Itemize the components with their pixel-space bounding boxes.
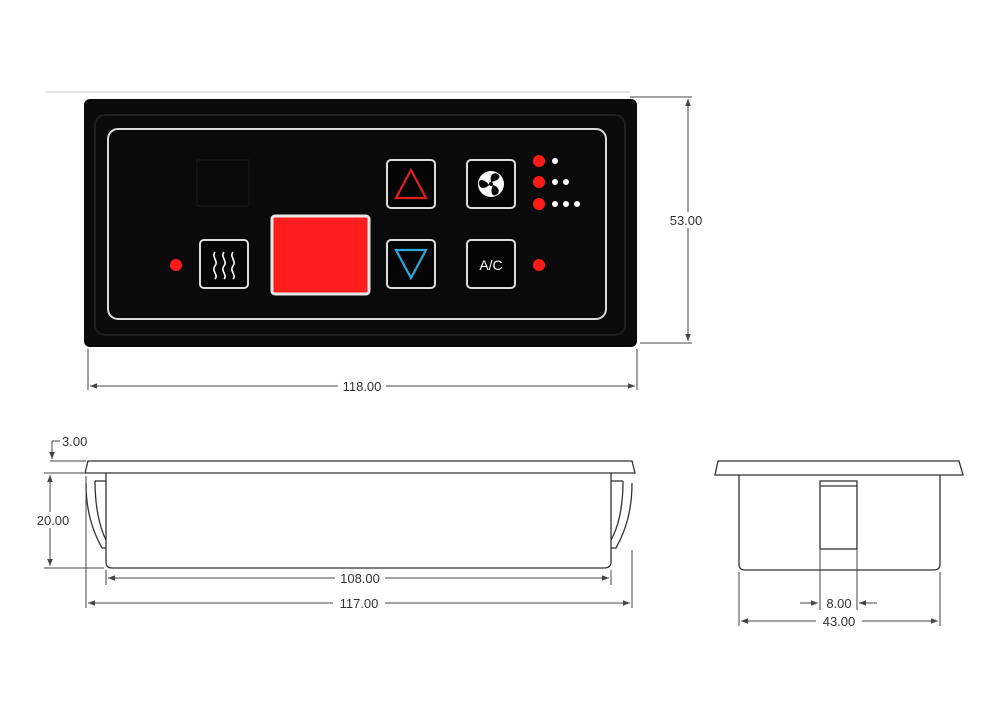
dimension-outer-width-117 bbox=[85, 476, 633, 608]
dimension-label-height: 53.00 bbox=[670, 213, 703, 228]
fan-speed-led bbox=[533, 198, 545, 210]
temperature-display bbox=[270, 214, 371, 296]
side-view bbox=[84, 460, 636, 569]
fan-speed-dots bbox=[552, 201, 580, 207]
ac-button-label: A/C bbox=[479, 257, 502, 273]
end-flange bbox=[714, 460, 964, 476]
panel-inner-bevel bbox=[94, 114, 626, 336]
fan-speed-level-3 bbox=[533, 198, 580, 210]
fan-speed-level-2 bbox=[533, 176, 569, 188]
panel-border-line bbox=[107, 128, 607, 320]
dimension-label-outer-width: 117.00 bbox=[340, 596, 379, 611]
dimension-label-width: 118.00 bbox=[343, 379, 382, 394]
fan-speed-level-1 bbox=[533, 155, 558, 167]
left-clip-inner bbox=[94, 480, 107, 541]
front-view: A/C bbox=[45, 91, 708, 394]
hidden-window bbox=[196, 159, 250, 207]
fan-speed-indicators bbox=[533, 155, 580, 210]
fan-speed-dots bbox=[552, 158, 558, 164]
left-clip bbox=[85, 482, 106, 549]
triangle-up-icon bbox=[394, 167, 428, 200]
up-button[interactable] bbox=[386, 159, 436, 209]
mounting-tab bbox=[819, 480, 858, 550]
side-flange bbox=[84, 460, 636, 474]
fan-speed-dots bbox=[552, 179, 569, 185]
ac-button[interactable]: A/C bbox=[466, 239, 516, 289]
end-body bbox=[738, 475, 941, 571]
dimension-flange-3 bbox=[49, 440, 86, 462]
left-status-led bbox=[170, 259, 182, 271]
dimension-label-tab: 8.00 bbox=[826, 596, 851, 611]
side-body bbox=[105, 473, 612, 569]
right-clip-inner bbox=[610, 480, 624, 541]
heat-button[interactable] bbox=[199, 239, 249, 289]
dimension-label-flange: 3.00 bbox=[62, 434, 87, 449]
fan-speed-led bbox=[533, 176, 545, 188]
right-status-led bbox=[533, 259, 545, 271]
triangle-down-icon bbox=[394, 248, 428, 281]
dimension-label-depth: 20.00 bbox=[37, 513, 70, 528]
heat-waves-icon bbox=[213, 251, 235, 280]
right-clip bbox=[611, 482, 633, 549]
dimension-label-inner-width: 108.00 bbox=[340, 571, 380, 586]
end-view bbox=[714, 460, 964, 571]
fan-button[interactable] bbox=[466, 159, 516, 209]
fan-icon bbox=[478, 171, 504, 197]
fan-speed-led bbox=[533, 155, 545, 167]
dimension-label-end-width: 43.00 bbox=[823, 614, 856, 629]
dimension-tab-8 bbox=[800, 549, 877, 610]
down-button[interactable] bbox=[386, 239, 436, 289]
